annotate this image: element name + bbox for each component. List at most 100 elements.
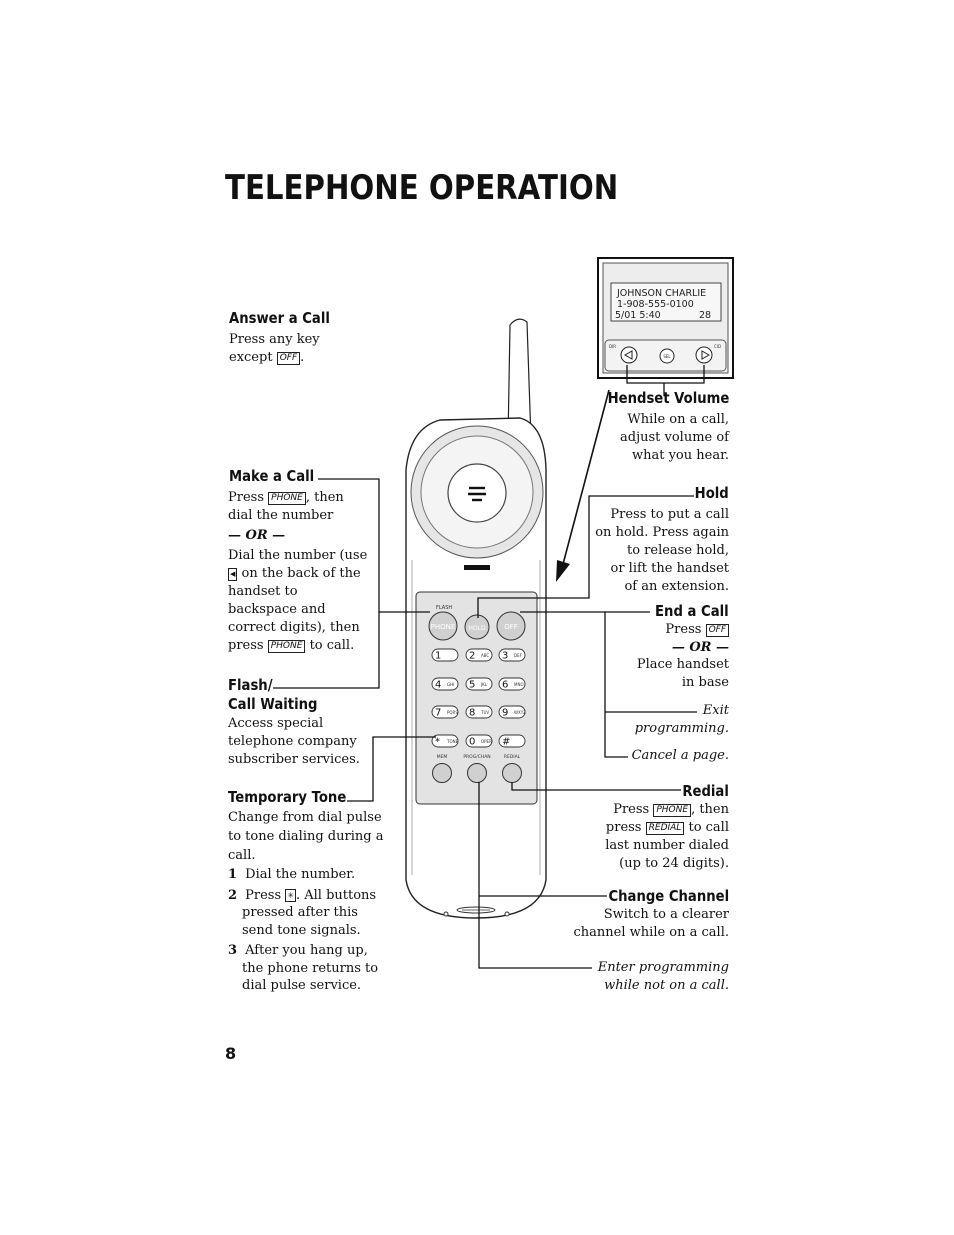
keypad-digit: 0 [469, 737, 475, 748]
off-key-label: OFF [504, 623, 518, 631]
redial-key[interactable] [502, 763, 522, 783]
keypad-digit: 1 [435, 651, 441, 662]
arrow-head-icon [556, 560, 570, 582]
keypad-letters: TONE [446, 739, 459, 744]
lcd-line-1: JOHNSON CHARLIE [616, 288, 706, 299]
redial-key-label: REDIAL [504, 754, 521, 760]
off-key-icon: OFF [705, 624, 729, 637]
make-or: — OR — [228, 528, 286, 543]
redial-heading: Redial [682, 782, 729, 800]
keypad-digit: # [502, 737, 510, 748]
left-arrow-icon [623, 350, 633, 360]
keypad-digit: 4 [435, 680, 441, 691]
answer-text: Press any key except OFF. [229, 331, 320, 367]
end-exit-text: Exit programming. [634, 703, 729, 736]
display-slot [464, 565, 490, 570]
make-line-8: press PHONE to call. [228, 638, 355, 653]
phone-key-icon: PHONE [653, 804, 692, 817]
make-line-7: correct digits), then [228, 620, 360, 635]
make-line-6: backspace and [228, 602, 326, 617]
prog-key-label: PROG/CHAN [463, 754, 490, 760]
keypad-letters: DEF [514, 653, 523, 658]
antenna-shape [507, 318, 532, 441]
volume-up-button[interactable] [695, 346, 713, 364]
keypad-key-11[interactable]: # [498, 734, 526, 748]
redial-line-1: Press PHONE, then [613, 802, 729, 817]
tone-step-3: 3 After you hang up, [228, 943, 368, 958]
redial-text: Press PHONE, then press REDIAL to call l… [605, 802, 729, 871]
cid-label: CID [714, 344, 721, 349]
keypad-key-10[interactable]: 0 OPER [465, 734, 493, 748]
keypad-letters: WXYZ [514, 710, 526, 715]
off-key-icon: OFF [276, 352, 301, 365]
volume-down-button[interactable] [620, 346, 638, 364]
star-key-icon: ✳ [285, 888, 296, 902]
keypad-letters: ABC [481, 653, 489, 658]
flash-key-label: FLASH [436, 605, 452, 611]
keypad-key-0[interactable]: 1 [431, 648, 459, 662]
keypad-digit: 3 [502, 651, 508, 662]
flash-text: Access special telephone company subscri… [228, 716, 360, 767]
hold-text: Press to put a call on hold. Press again… [595, 507, 729, 594]
prog-chan-key[interactable] [467, 763, 487, 783]
keypad-key-8[interactable]: 9 WXYZ [498, 705, 526, 719]
dir-label: DIR [609, 344, 616, 349]
end-or: — OR — [671, 639, 729, 655]
mem-key-label: MEM [437, 754, 448, 760]
phone-key-icon: PHONE [267, 640, 306, 653]
phone-key[interactable]: PHONE [428, 611, 458, 641]
answer-line-1: Press any key [229, 332, 320, 347]
keypad-digit: 5 [469, 680, 475, 691]
keypad-key-2[interactable]: 3 DEF [498, 648, 526, 662]
phone-key-label: PHONE [431, 623, 456, 631]
page-title: TELEPHONE OPERATION [225, 168, 619, 208]
keypad-digit: 2 [469, 651, 475, 662]
end-text: Press OFF — OR — Place handset in base [636, 622, 729, 690]
hold-key[interactable]: HOLD [464, 614, 490, 640]
keypad-letters: OPER [481, 739, 492, 744]
lcd-line-3b: 28 [699, 310, 711, 321]
keypad-key-6[interactable]: 7 PQRS [431, 705, 459, 719]
hold-key-label: HOLD [468, 625, 486, 632]
channel-heading: Change Channel [608, 887, 729, 905]
tone-steps: 1 Dial the number. 2 Press ✳. All button… [228, 867, 379, 993]
off-key[interactable]: OFF [496, 611, 526, 641]
make-line-1: Press PHONE, then [228, 490, 344, 505]
hold-heading: Hold [694, 484, 729, 502]
redial-line-2: press REDIAL to call [605, 820, 729, 835]
page-number: 8 [225, 1044, 237, 1063]
volume-text: While on a call, adjust volume of what y… [620, 412, 729, 463]
flash-heading: Flash/ Call Waiting [228, 676, 318, 713]
keypad-digit: * [435, 737, 440, 748]
keypad-key-9[interactable]: * TONE [431, 734, 459, 748]
answer-heading: Answer a Call [229, 309, 330, 327]
volume-heading: Hendset Volume [607, 389, 729, 407]
sel-button[interactable]: SEL [659, 348, 675, 364]
keypad-letters: MNO [514, 682, 524, 687]
lcd-line-2: 1-908-555-0100 [617, 299, 694, 310]
tone-text: Change from dial pulse to tone dialing d… [228, 810, 384, 863]
answer-line-2: except OFF. [229, 350, 305, 365]
keypad-key-1[interactable]: 2 ABC [465, 648, 493, 662]
redial-key-icon: REDIAL [645, 822, 685, 835]
keypad-digit: 7 [435, 708, 441, 719]
tone-step-2: 2 Press ✳. All buttons [228, 887, 377, 903]
channel-text: Switch to a clearer channel while on a c… [573, 907, 729, 940]
keypad-letters: PQRS [447, 710, 458, 715]
callout-lines [273, 365, 705, 969]
keypad-digit: 9 [502, 708, 508, 719]
backspace-key-icon: ◀ [228, 568, 238, 581]
make-line-3: Dial the number (use [228, 548, 368, 563]
lcd-line-3: 5/01 5:40 [615, 310, 661, 321]
mem-key[interactable] [432, 763, 452, 783]
end-heading: End a Call [655, 602, 729, 620]
lcd-screen [610, 282, 722, 322]
make-text: Press PHONE, then dial the number — OR —… [228, 489, 367, 655]
channel-prog-text: Enter programming while not on a call. [597, 960, 729, 993]
